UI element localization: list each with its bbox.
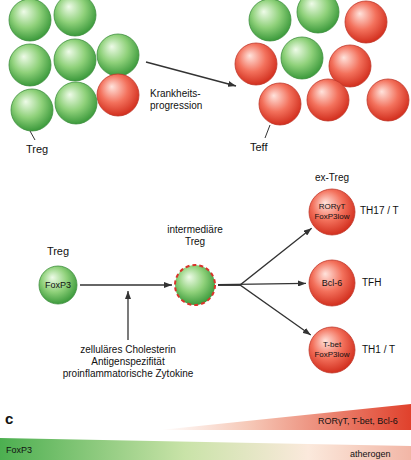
cell-label: intermediäre Treg	[160, 224, 230, 248]
cell	[9, 44, 51, 86]
cell-circle	[175, 265, 215, 305]
cell	[97, 74, 139, 116]
cell-label: TH17 / T	[360, 205, 399, 217]
cell-circle	[309, 260, 355, 306]
cell	[281, 37, 323, 79]
figure-label: c	[5, 410, 25, 428]
cell	[235, 43, 277, 85]
cell-circle	[309, 189, 355, 235]
figure-label: Treg	[26, 143, 66, 156]
leader-line	[265, 125, 270, 138]
figure-label: FoxP3	[6, 445, 66, 456]
cell-circle	[39, 266, 77, 304]
cell-node: T-bet FoxP3lowTH1 / T	[308, 326, 356, 374]
cell	[11, 89, 53, 131]
cell	[259, 83, 301, 125]
figure-label: Teff	[250, 141, 290, 154]
cell-node: Bcl-6TFH	[308, 259, 356, 307]
cell-node: TregFoxP3	[38, 265, 78, 305]
cell	[307, 79, 349, 121]
cell-label: ex-Treg	[302, 172, 362, 184]
cell-node: intermediäre Treg	[174, 264, 216, 306]
arrow-connector	[218, 228, 312, 285]
figure-label: zelluläres Cholesterin Antigenspezifität…	[48, 344, 208, 380]
cell	[297, 0, 339, 33]
cell	[345, 1, 387, 43]
cell	[54, 39, 96, 81]
cell	[54, 0, 96, 36]
cell	[97, 34, 139, 76]
cell	[55, 82, 97, 124]
cell-outline	[174, 264, 216, 306]
cell-circle	[309, 327, 355, 373]
marker-text: FoxP3	[38, 280, 78, 291]
figure-label: atherogen	[350, 449, 408, 460]
cell-label: TH1 / T	[362, 344, 395, 356]
marker-text: RORγT FoxP3low	[308, 202, 356, 221]
cell-label: TFH	[362, 277, 381, 289]
marker-text: T-bet FoxP3low	[308, 340, 356, 359]
marker-text: Bcl-6	[308, 278, 356, 289]
cell	[367, 79, 409, 121]
gradient-band	[0, 438, 411, 460]
gradient-wedge	[160, 404, 411, 430]
figure-label: Krankheits- progression	[150, 88, 222, 112]
cell-label: Treg	[28, 245, 88, 258]
cell-clusters	[9, 0, 409, 131]
cell-node: ex-TregRORγT FoxP3lowTH17 / T	[308, 188, 356, 236]
influence-arrow	[127, 291, 128, 340]
progression-arrow	[146, 62, 236, 86]
figure-label: RORγT, T-bet, Bcl-6	[318, 416, 398, 427]
arrow-connector	[80, 284, 172, 285]
leader-line	[30, 131, 35, 140]
arrow-connector	[218, 285, 311, 335]
cell	[9, 0, 51, 41]
cell	[249, 0, 291, 41]
